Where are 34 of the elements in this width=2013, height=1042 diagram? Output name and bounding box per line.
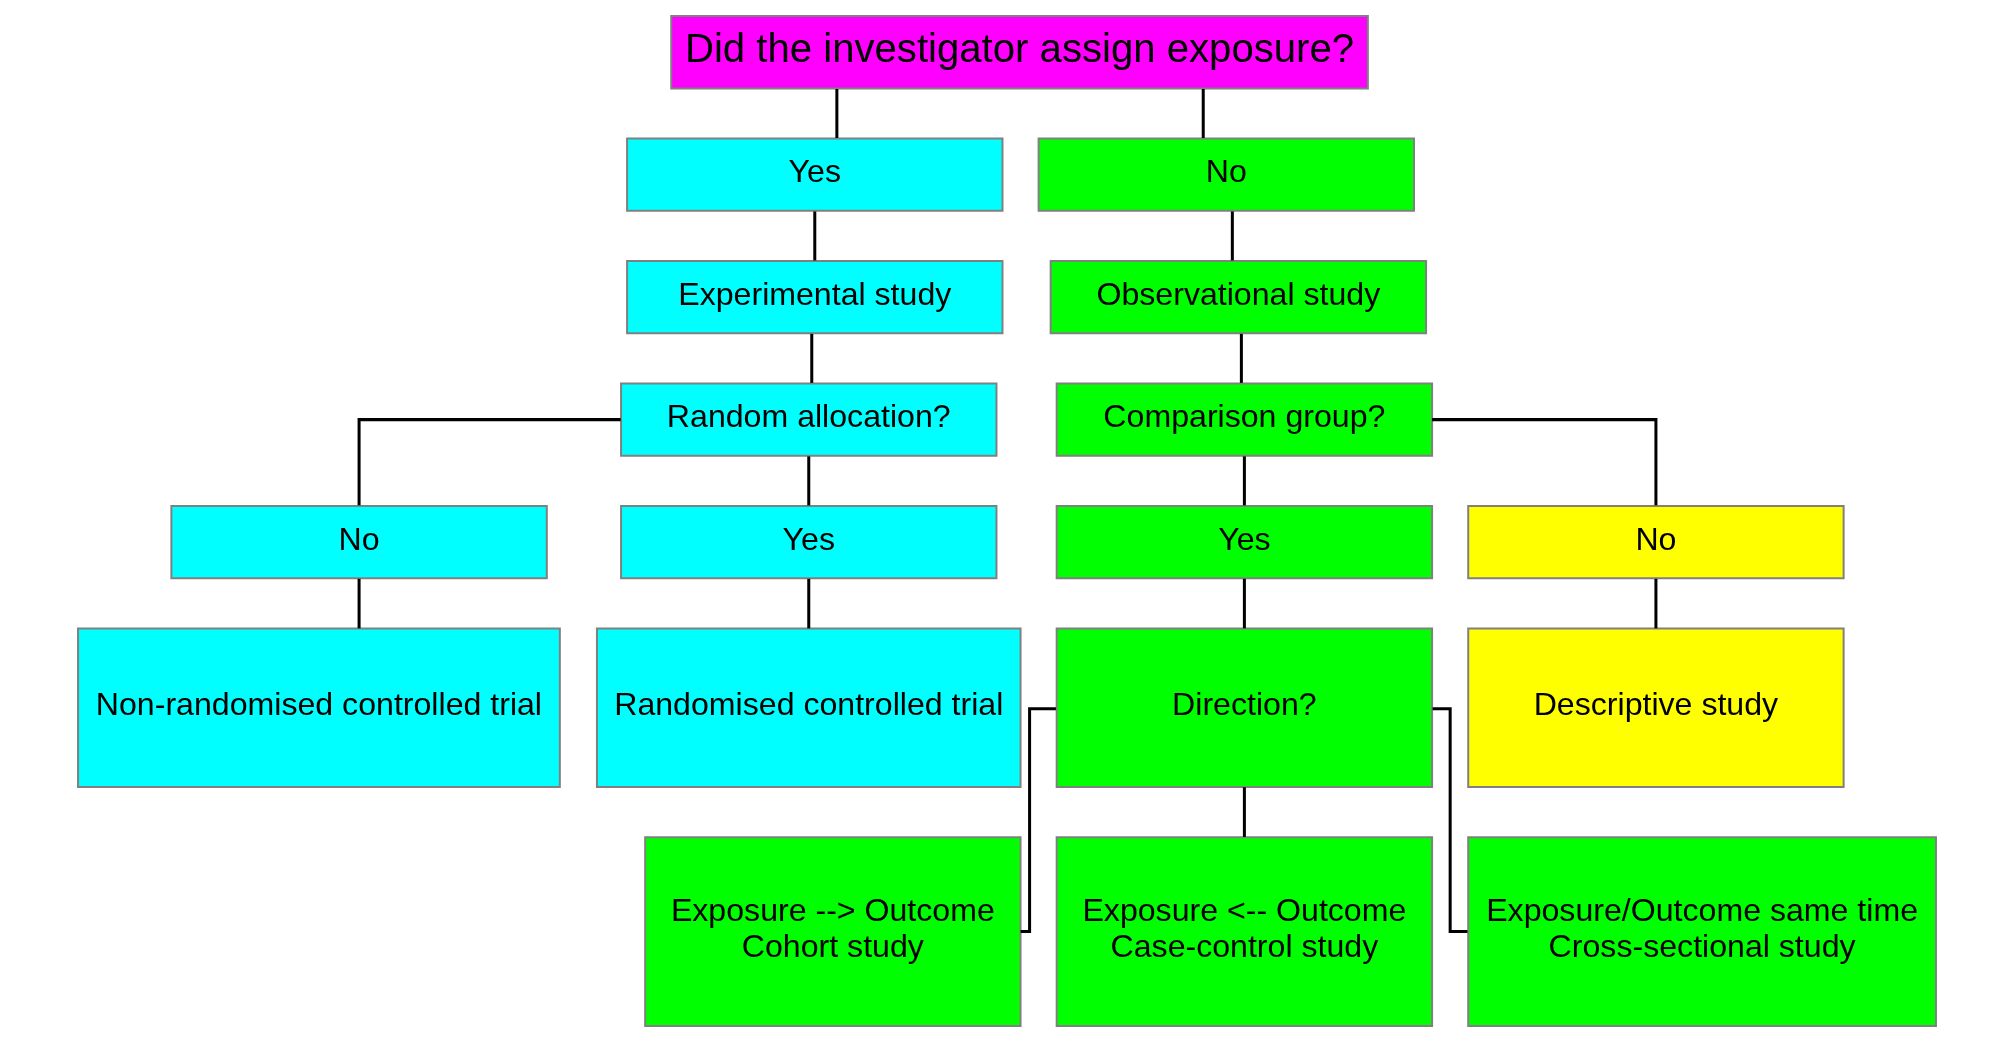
node-box: Yes xyxy=(625,137,1003,212)
node-box: Direction? xyxy=(1055,627,1433,788)
connector xyxy=(1653,578,1657,629)
connector xyxy=(1242,787,1246,837)
node-box: Randomised controlled trial xyxy=(595,627,1022,788)
connector xyxy=(357,578,361,629)
connector xyxy=(1242,578,1246,629)
node-box: Yes xyxy=(619,504,997,580)
node-box: Exposure --> Outcome Cohort study xyxy=(643,836,1022,1027)
connector xyxy=(1201,89,1205,138)
node-box: Exposure/Outcome same time Cross-sectional study xyxy=(1466,836,1937,1027)
connector xyxy=(1230,211,1234,261)
connector xyxy=(1242,456,1246,506)
connector xyxy=(809,333,813,383)
connector xyxy=(806,456,810,506)
node-box: Random allocation? xyxy=(619,382,997,457)
node-box: Exposure <-- Outcome Case-control study xyxy=(1055,836,1433,1027)
node-box: Observational study xyxy=(1049,260,1427,335)
connector xyxy=(357,418,621,506)
node-box: Experimental study xyxy=(625,260,1003,335)
connector xyxy=(1432,707,1467,934)
connector xyxy=(812,211,816,261)
connector xyxy=(806,578,810,629)
connector xyxy=(1239,333,1243,383)
node-box: Descriptive study xyxy=(1466,627,1845,788)
node-box: Yes xyxy=(1055,504,1433,580)
node-box: Comparison group? xyxy=(1055,382,1433,457)
connector xyxy=(834,89,838,138)
node-box: Did the investigator assign exposure? xyxy=(669,15,1369,90)
connector xyxy=(1431,418,1657,506)
node-box: Non-randomised controlled trial xyxy=(76,627,561,788)
node-box: No xyxy=(1037,137,1415,212)
node-box: No xyxy=(169,504,548,580)
node-box: No xyxy=(1466,504,1845,580)
